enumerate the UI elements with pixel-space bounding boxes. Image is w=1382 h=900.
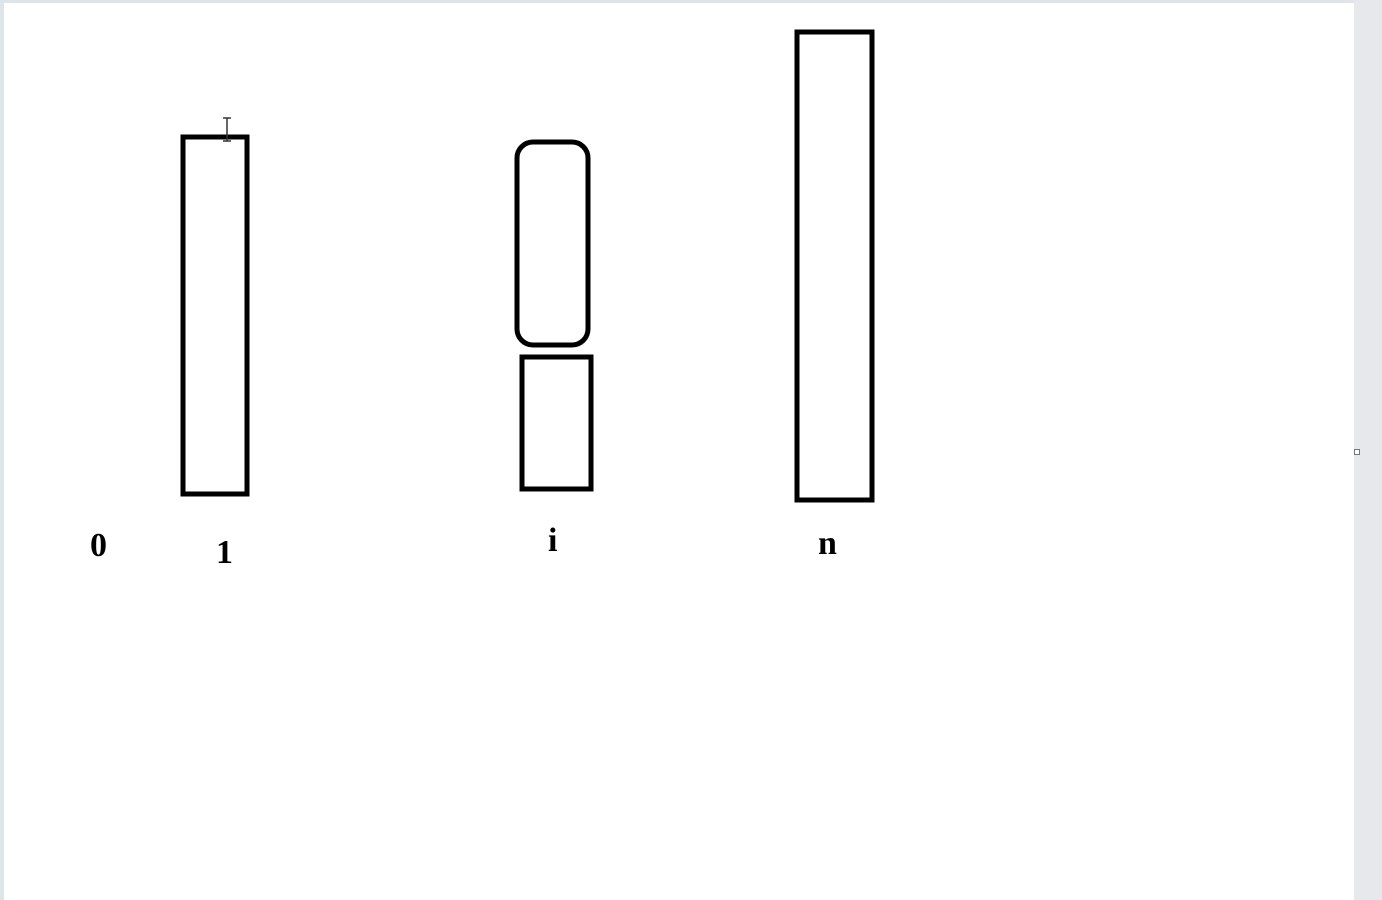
text-cursor-icon [223,117,231,142]
label-n: n [818,525,837,562]
label-i: i [548,522,557,559]
drawing-canvas[interactable] [4,3,1354,900]
bar-i-bottom [519,354,594,492]
bar-i-top-rounded [514,139,591,348]
label-one: 1 [216,534,233,571]
canvas-resize-handle[interactable] [1354,449,1360,455]
bar-n [794,29,875,503]
label-zero: 0 [90,527,107,564]
bar-1 [180,134,250,497]
